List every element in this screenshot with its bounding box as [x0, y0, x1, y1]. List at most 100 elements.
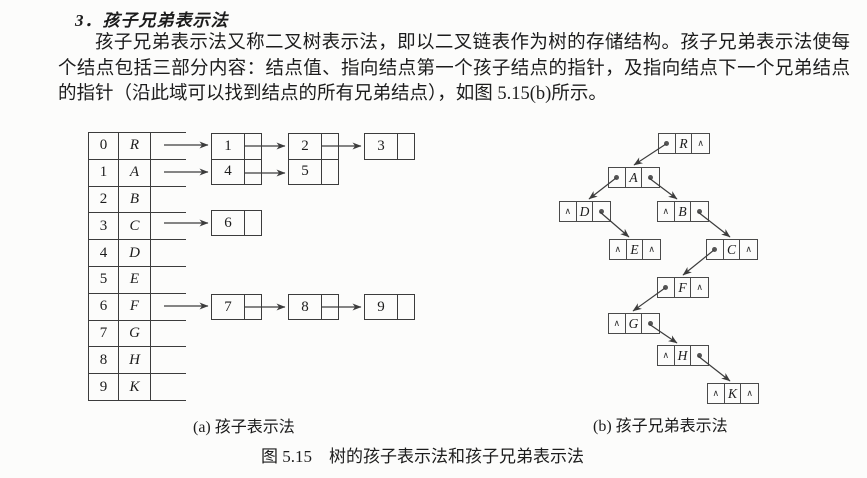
first-child-pointer-cell [150, 293, 186, 320]
node-value: C [724, 240, 741, 259]
row-index: 4 [99, 244, 108, 261]
next-pointer-cell [322, 295, 338, 319]
list-node-value: 2 [289, 134, 322, 159]
list-node-value: 7 [212, 295, 245, 319]
sibling-pointer-cell: ∧ [697, 138, 704, 148]
tree-node: R ∧ [658, 133, 710, 154]
next-pointer-cell [322, 160, 338, 184]
sibling-pointer-cell: ∧ [648, 244, 655, 254]
sibling-pointer-cell: ∧ [746, 388, 753, 398]
list-node: 5 [288, 158, 339, 185]
figure-caption: 图 5.15 树的孩子表示法和孩子兄弟表示法 [261, 447, 584, 466]
list-node-value: 9 [365, 295, 398, 319]
child-pointer-cell: ∧ [609, 314, 626, 333]
list-node-value: 8 [289, 295, 322, 319]
node-value: R [676, 134, 693, 153]
next-pointer-cell [245, 295, 261, 319]
sibling-pointer-cell [642, 314, 659, 333]
first-child-pointer-cell [150, 159, 186, 186]
tree-node: ∧ B [657, 201, 709, 222]
list-node-value: 1 [212, 134, 245, 159]
next-pointer-cell [245, 160, 261, 184]
sibling-pointer-cell [593, 202, 610, 221]
next-pointer-cell [322, 134, 338, 159]
row-index: 6 [99, 298, 108, 315]
list-node-value: 3 [365, 134, 398, 159]
child-pointer-cell: ∧ [658, 202, 675, 221]
tree-node: ∧ H [657, 345, 709, 366]
node-value: B [675, 202, 692, 221]
list-node: 9 [364, 294, 415, 320]
first-child-pointer-cell [150, 266, 186, 293]
row-index: 0 [99, 137, 108, 154]
list-node: 3 [364, 133, 415, 160]
list-node: 1 [211, 133, 262, 160]
list-node: 4 [211, 158, 262, 185]
child-pointer-cell: ∧ [658, 346, 675, 365]
first-child-pointer-cell [150, 213, 186, 240]
list-node-value: 6 [212, 211, 245, 235]
row-value: H [118, 347, 150, 374]
next-pointer-cell [398, 134, 414, 159]
first-child-pointer-cell [150, 374, 186, 400]
pointer-dot-icon [648, 175, 654, 180]
pointer-dot-icon [599, 209, 605, 214]
pointer-dot-icon [648, 321, 654, 326]
tree-node: ∧ K ∧ [707, 383, 759, 404]
pointer-dot-icon [664, 141, 670, 146]
child-pointer-cell: ∧ [708, 384, 725, 403]
row-index: 5 [99, 271, 108, 288]
pointer-dot-icon [697, 353, 703, 358]
next-pointer-cell [245, 134, 261, 159]
row-value: B [118, 186, 150, 213]
tree-node: F ∧ [657, 277, 709, 298]
child-pointer-cell [707, 240, 724, 259]
row-index: 9 [99, 378, 108, 395]
row-index: 3 [99, 217, 108, 234]
row-value: R [118, 133, 150, 159]
sibling-pointer-cell [691, 346, 708, 365]
list-node: 6 [211, 210, 262, 236]
node-value: D [577, 202, 594, 221]
list-node: 8 [288, 294, 339, 320]
child-pointer-cell: ∧ [610, 240, 627, 259]
child-pointer-cell [659, 134, 676, 153]
node-value: H [675, 346, 692, 365]
section-title: 3．孩子兄弟表示法 [75, 11, 229, 30]
node-value: F [675, 278, 692, 297]
row-value: F [118, 293, 150, 320]
row-index: 1 [99, 164, 108, 181]
child-pointer-cell [658, 278, 675, 297]
node-value: G [626, 314, 643, 333]
row-value: G [118, 320, 150, 347]
pointer-dot-icon [663, 285, 669, 290]
row-value: E [118, 266, 150, 293]
node-value: E [627, 240, 644, 259]
first-child-pointer-cell [150, 186, 186, 213]
list-node-value: 4 [212, 159, 245, 184]
row-value: A [118, 159, 150, 186]
tree-node: C ∧ [706, 239, 758, 260]
caption-a: (a) 孩子表示法 [193, 419, 295, 436]
first-child-pointer-cell [150, 133, 186, 159]
pointer-dot-icon [697, 209, 703, 214]
caption-b: (b) 孩子兄弟表示法 [593, 418, 728, 435]
sibling-pointer-cell [642, 168, 659, 187]
tree-node: ∧ G [608, 313, 660, 334]
tree-node: A [608, 167, 660, 188]
pointer-dot-icon [614, 175, 620, 180]
row-value: D [118, 240, 150, 266]
sibling-pointer-cell: ∧ [745, 244, 752, 254]
first-child-pointer-cell [150, 320, 186, 347]
list-node: 2 [288, 133, 339, 160]
